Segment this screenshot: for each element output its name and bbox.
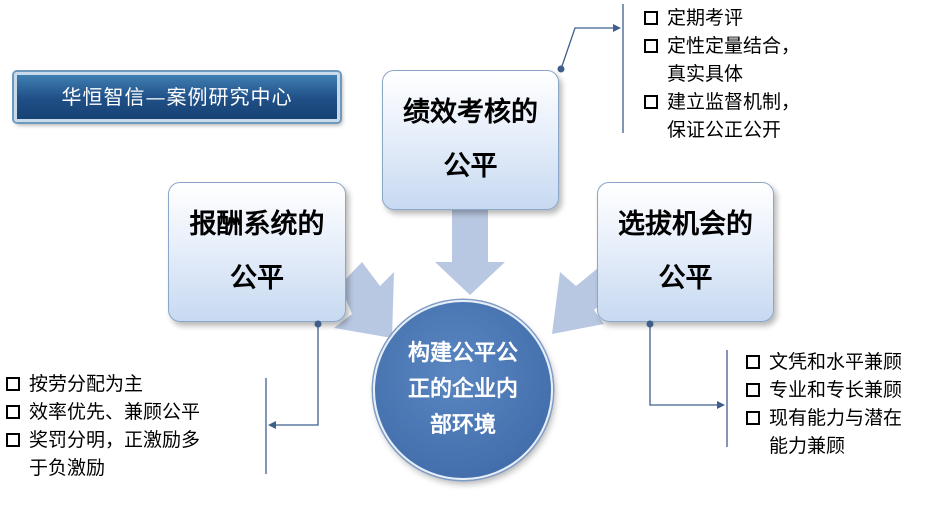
list-item: 定期考评 — [641, 4, 851, 32]
left-diagonal-arrow — [334, 262, 394, 338]
left-connector-line — [272, 324, 319, 426]
fair-environment-circle: 构建公平公 正的企业内 部环境 — [373, 300, 553, 480]
top-arrowhead — [613, 24, 621, 32]
left-arrowhead — [268, 421, 276, 429]
list-item: 文凭和水平兼顾 — [743, 348, 941, 376]
top-down-arrow — [435, 205, 505, 295]
performance-title-line-1: 绩效考核的 — [403, 97, 538, 128]
list-item-continuation: 于负激励 — [29, 457, 106, 479]
list-item: 建立监督机制，保证公正公开 — [641, 88, 851, 144]
left-connector-dot — [314, 320, 322, 328]
top-connector-dot — [557, 65, 565, 73]
list-item: 奖罚分明，正激励多 — [3, 426, 263, 454]
performance-fairness-box: 绩效考核的 公平 — [382, 70, 559, 210]
right-connector-dot — [646, 320, 654, 328]
case-center-badge: 华恒智信—案例研究中心 — [14, 72, 340, 122]
promotion-fairness-box: 选拔机会的 公平 — [597, 182, 774, 322]
compensation-items-list: 按劳分配为主 效率优先、兼顾公平 奖罚分明，正激励多 于负激励 — [3, 370, 263, 482]
center-line-3: 部环境 — [429, 413, 496, 438]
promotion-title-line-2: 公平 — [658, 263, 713, 294]
right-arrowhead — [717, 401, 725, 409]
right-connector-line — [649, 324, 722, 406]
compensation-title-line-2: 公平 — [230, 263, 284, 294]
list-item: 现有能力与潜在能力兼顾 — [743, 404, 941, 460]
promotion-title-line-1: 选拔机会的 — [618, 209, 753, 240]
top-connector-line — [560, 27, 618, 70]
list-item: 专业和专长兼顾 — [743, 376, 941, 404]
performance-items-list: 定期考评 定性定量结合，真实具体 建立监督机制，保证公正公开 — [641, 4, 851, 144]
performance-title-line-2: 公平 — [443, 151, 498, 182]
center-line-1: 构建公平公 — [407, 341, 518, 366]
list-item: 按劳分配为主 — [3, 370, 263, 398]
center-line-2: 正的企业内 — [407, 377, 518, 402]
promotion-items-list: 文凭和水平兼顾 专业和专长兼顾 现有能力与潜在能力兼顾 — [743, 348, 941, 460]
list-item: 效率优先、兼顾公平 — [3, 398, 263, 426]
list-item: 定性定量结合，真实具体 — [641, 32, 851, 88]
compensation-fairness-box: 报酬系统的 公平 — [168, 182, 346, 322]
compensation-title-line-1: 报酬系统的 — [189, 209, 325, 240]
